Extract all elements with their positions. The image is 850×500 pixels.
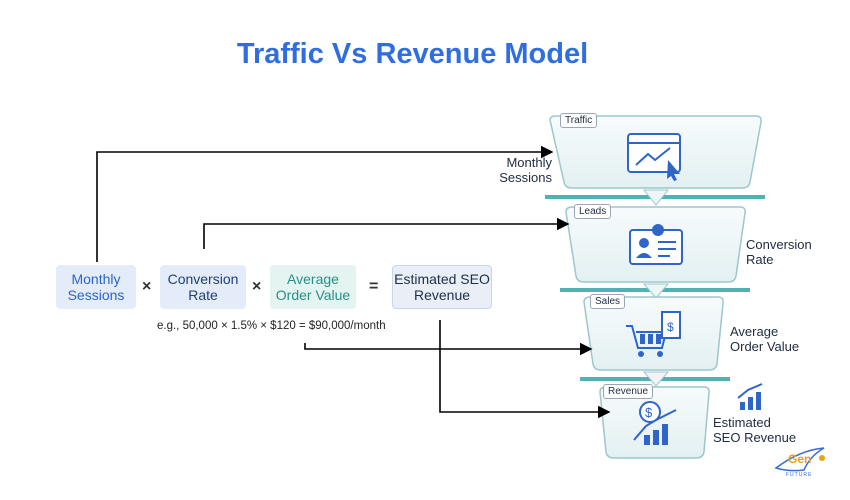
id-card-icon xyxy=(629,224,683,265)
arrow-aov-to-sales xyxy=(304,342,593,356)
arrow-revenue-to-revenue xyxy=(439,320,611,419)
connector-arrows xyxy=(96,145,611,419)
stage-tag-sales: Sales xyxy=(590,294,626,309)
stage-tag-leads: Leads xyxy=(574,204,612,219)
arrow-conversion-to-leads xyxy=(203,217,570,249)
stage-label-sales: Average Order Value xyxy=(730,324,800,354)
stage-tag-revenue: Revenue xyxy=(603,384,654,399)
svg-text:$: $ xyxy=(667,320,674,334)
stage-label-leads: Conversion Rate xyxy=(746,237,812,267)
gen-future-logo xyxy=(774,447,825,472)
stage-tag-traffic: Traffic xyxy=(560,113,598,128)
funnel-connector xyxy=(642,189,670,206)
multiply-sign: × xyxy=(142,278,152,295)
formula-estimated-revenue: Estimated SEO Revenue xyxy=(392,265,492,309)
funnel-connector xyxy=(642,283,670,299)
stage-label-revenue: Estimated SEO Revenue xyxy=(713,415,797,445)
equals-sign: = xyxy=(369,278,379,295)
browser-cursor-icon xyxy=(627,133,681,181)
logo-subtext: FUTURE xyxy=(786,472,813,478)
arrow-sessions-to-traffic xyxy=(96,145,554,262)
formula-monthly-sessions: Monthly Sessions xyxy=(56,265,136,309)
formula-conversion-rate: Conversion Rate xyxy=(160,265,246,309)
funnel-stage-sales xyxy=(580,296,730,387)
funnel-connector xyxy=(642,371,670,387)
formula-average-order-value: Average Order Value xyxy=(270,265,356,309)
svg-text:$: $ xyxy=(645,405,653,420)
multiply-sign: × xyxy=(252,278,262,295)
formula-example: e.g., 50,000 × 1.5% × $120 = $90,000/mon… xyxy=(157,320,386,332)
growth-chart-icon xyxy=(737,383,763,410)
page-title: Traffic Vs Revenue Model xyxy=(236,38,589,70)
dollar-growth-icon: $ xyxy=(633,401,677,445)
logo-text: Gen xyxy=(788,452,812,466)
stage-label-traffic: Monthly Sessions xyxy=(499,155,552,185)
cart-receipt-icon: $ xyxy=(626,311,681,357)
